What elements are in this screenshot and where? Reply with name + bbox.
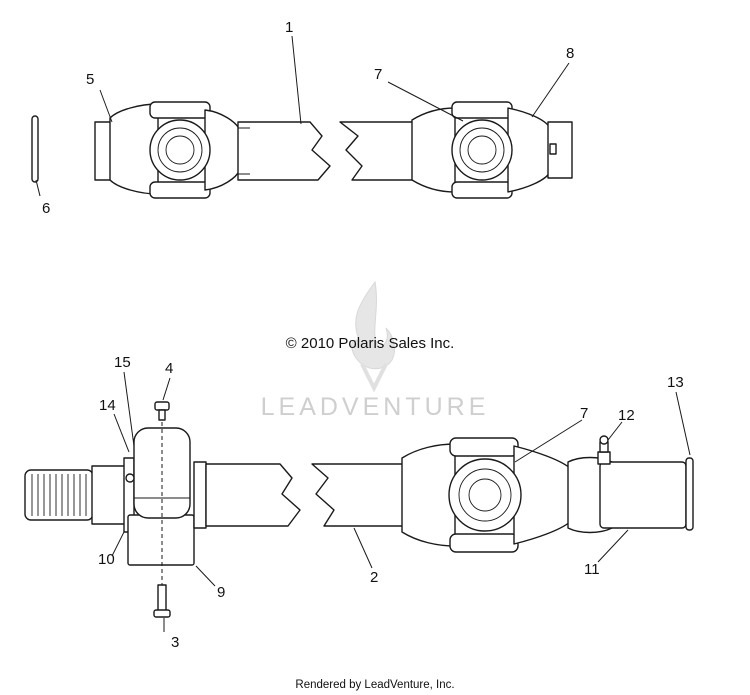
- callout-10: 10: [98, 551, 115, 568]
- callout-12: 12: [618, 407, 635, 424]
- retaining-ring-6: [31, 115, 39, 183]
- flame-logo-icon: [351, 280, 395, 370]
- callout-11: 11: [584, 561, 600, 578]
- callout-6: 6: [42, 200, 50, 217]
- callout-3: 3: [171, 634, 179, 651]
- splined-end: [24, 469, 94, 521]
- footer-text: Rendered by LeadVenture, Inc.: [295, 679, 454, 691]
- callout-1: 1: [285, 19, 293, 36]
- watermark-text: LEADVENTURE: [261, 393, 490, 421]
- retaining-ring-13: [685, 457, 694, 531]
- callout-5: 5: [86, 71, 94, 88]
- watermark: LEADVENTURE: [261, 280, 490, 421]
- bottom-shaft-assembly: [24, 401, 694, 618]
- callout-9: 9: [217, 584, 225, 601]
- callout-labels: 1 5 6 7 8 15 4 14 10 9 3 2 7 12 13 11: [42, 19, 684, 651]
- leader-lines: [35, 35, 691, 632]
- callout-14: 14: [99, 397, 116, 414]
- slip-tube-11: [599, 461, 687, 529]
- callout-7-top: 7: [374, 66, 382, 83]
- callout-15: 15: [114, 354, 131, 371]
- callout-4: 4: [165, 360, 173, 377]
- callout-7-bottom: 7: [580, 405, 588, 422]
- callout-8: 8: [566, 45, 574, 62]
- carrier-bearing-9: [127, 514, 195, 566]
- callout-2: 2: [370, 569, 378, 586]
- bolt-4: [154, 401, 170, 421]
- top-shaft-assembly: [31, 101, 573, 199]
- grease-fitting-12: [597, 435, 611, 465]
- callout-13: 13: [667, 374, 684, 391]
- copyright-text: © 2010 Polaris Sales Inc.: [286, 335, 455, 352]
- bolt-3: [153, 584, 171, 618]
